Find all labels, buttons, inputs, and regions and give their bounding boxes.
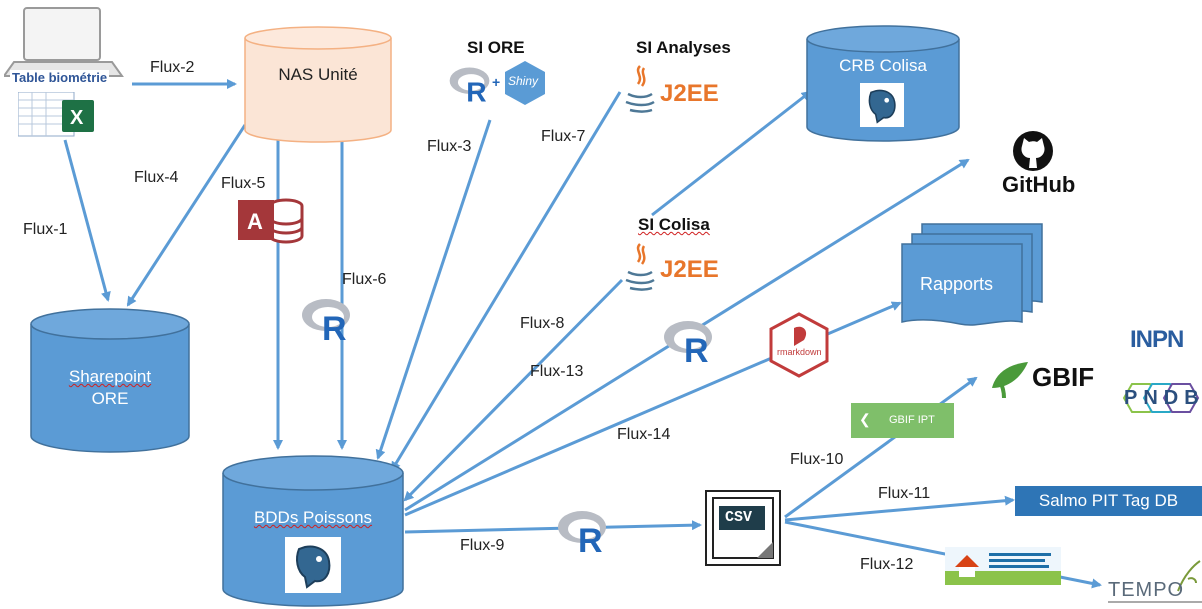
- crb-colisa-cylinder: CRB Colisa: [806, 25, 960, 143]
- si-analyses-title: SI Analyses: [636, 38, 731, 57]
- flux-10-label: Flux-10: [790, 451, 844, 468]
- nas-unite-label: NAS Unité: [278, 65, 358, 84]
- gbif-ipt-badge: ❮ GBIF IPT: [851, 403, 954, 438]
- flux-12-label: Flux-12: [860, 556, 914, 573]
- r-logo-icon: R: [664, 321, 712, 364]
- arrow-flux-1: [63, 139, 111, 302]
- pndb-logo-icon: [1122, 383, 1200, 413]
- j2ee-label-colisa: J2EE: [660, 256, 719, 283]
- nas-unite-cylinder: NAS Unité: [244, 26, 392, 144]
- r-shiny-badge: R + Shiny: [448, 60, 548, 108]
- sharepoint-ore-cylinder: Sharepoint ORE: [30, 308, 190, 453]
- arrow-colisa-crb: [651, 90, 812, 217]
- svg-text:R: R: [578, 522, 603, 554]
- plus-sign: +: [492, 74, 501, 90]
- arrow-flux-11: [784, 495, 1015, 522]
- flux-6-label: Flux-6: [342, 271, 387, 288]
- sharepoint-label-1: Sharepoint: [68, 367, 152, 386]
- gbif-ipt-label: GBIF IPT: [889, 414, 935, 426]
- access-icon: A: [238, 198, 304, 244]
- arrow-flux-7: [390, 91, 622, 472]
- github-icon: [1013, 131, 1053, 171]
- bdds-poissons-label: BDDs Poissons: [253, 508, 373, 527]
- svg-text:R: R: [684, 332, 709, 364]
- svg-text:X: X: [70, 107, 84, 129]
- flux-4-label: Flux-4: [134, 169, 179, 186]
- laptop-icon: [4, 7, 124, 77]
- flux-11-label: Flux-11: [878, 485, 931, 502]
- crb-colisa-label: CRB Colisa: [839, 56, 927, 75]
- bdds-poissons-cylinder: BDDs Poissons: [222, 455, 404, 607]
- arrow-flux-3: [375, 119, 492, 460]
- csv-file-icon: CSV: [705, 490, 781, 566]
- java-icon: [625, 243, 655, 291]
- arrow-flux-9: [404, 520, 702, 534]
- rmarkdown-icon: [769, 312, 829, 378]
- inpn-logo-icon: INPN: [1130, 326, 1184, 353]
- j2ee-label-analyses: J2EE: [660, 80, 719, 107]
- salmo-pit-tag-db-box: Salmo PIT Tag DB: [1015, 486, 1202, 516]
- java-icon: [625, 65, 655, 113]
- flux-3-label: Flux-3: [427, 138, 472, 155]
- r-logo-icon: R: [449, 67, 490, 104]
- gbif-logo-icon: [992, 362, 1028, 398]
- si-ore-title: SI ORE: [467, 38, 525, 57]
- table-biometrie-label: Table biométrie: [10, 70, 110, 85]
- excel-icon: X: [18, 92, 94, 137]
- postgresql-icon: [285, 537, 341, 593]
- sharepoint-label-2: ORE: [91, 389, 129, 408]
- svg-text:A: A: [247, 209, 263, 234]
- flux-13-label: Flux-13: [530, 363, 584, 380]
- arrow-flux-8: [403, 278, 624, 502]
- arrow-flux-10: [784, 376, 978, 519]
- shiny-icon: [505, 61, 545, 105]
- flux-7-label: Flux-7: [541, 128, 586, 145]
- arrow-flux-4: [126, 124, 247, 307]
- rmarkdown-label: rmarkdown: [777, 347, 822, 357]
- table-biometrie-node: Table biométrie X: [0, 0, 135, 140]
- csv-label: CSV: [725, 509, 753, 526]
- gbif-leaf-icon: ❮: [859, 411, 871, 427]
- tempo-label: TEMPO: [1108, 579, 1185, 601]
- sido-banner-icon: [945, 547, 1061, 585]
- svg-text:R: R: [322, 310, 347, 342]
- github-label: GitHub: [1002, 172, 1076, 197]
- rapports-label: Rapports: [920, 274, 994, 294]
- r-logo-icon: R: [558, 511, 606, 554]
- flux-8-label: Flux-8: [520, 315, 565, 332]
- r-logo-icon: R: [302, 299, 350, 342]
- postgresql-icon: [860, 83, 904, 127]
- flux-2-label: Flux-2: [150, 59, 195, 76]
- gbif-label: GBIF: [1032, 362, 1095, 392]
- flux-1-label: Flux-1: [23, 221, 68, 238]
- rapports-documents: Rapports: [900, 222, 1045, 332]
- flux-14-label: Flux-14: [617, 426, 671, 443]
- svg-text:R: R: [466, 76, 486, 104]
- si-colisa-title: SI Colisa: [638, 215, 710, 234]
- flux-5-label: Flux-5: [221, 175, 266, 192]
- pndb-label: PNDB: [1124, 387, 1202, 409]
- flux-9-label: Flux-9: [460, 537, 505, 554]
- shiny-label: Shiny: [508, 74, 539, 88]
- tempo-logo-icon: TEMPO: [1108, 555, 1202, 609]
